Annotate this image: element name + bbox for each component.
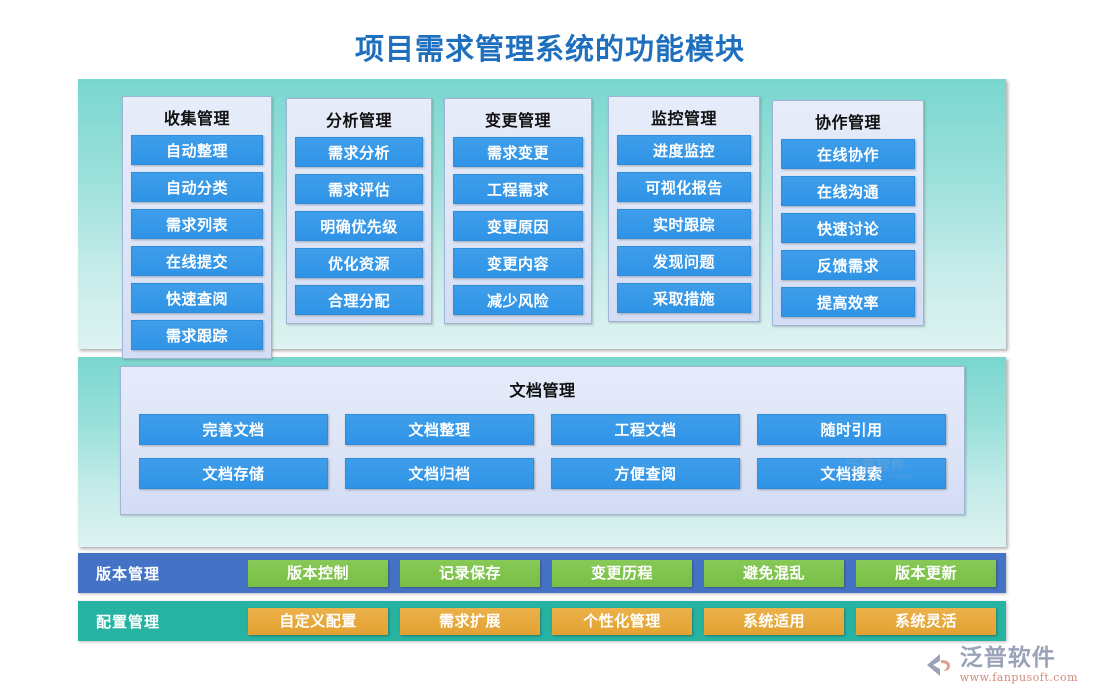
document-button[interactable]: 文档存储 — [139, 458, 328, 489]
module-button[interactable]: 反馈需求 — [781, 250, 915, 280]
module-button[interactable]: 进度监控 — [617, 135, 751, 165]
document-button[interactable]: 文档整理 — [345, 414, 534, 445]
brand-name: 泛普软件 — [959, 645, 1056, 671]
version-button[interactable]: 版本控制 — [248, 559, 388, 587]
module-column-items: 自动整理 自动分类 需求列表 在线提交 快速查阅 需求跟踪 — [123, 135, 271, 358]
module-button[interactable]: 需求分析 — [295, 137, 423, 167]
version-management-items: 版本控制 记录保存 变更历程 避免混乱 版本更新 — [248, 559, 996, 587]
module-button[interactable]: 需求变更 — [453, 137, 583, 167]
module-column-collection: 收集管理 自动整理 自动分类 需求列表 在线提交 快速查阅 需求跟踪 — [122, 96, 272, 359]
module-button[interactable]: 合理分配 — [295, 285, 423, 315]
module-button[interactable]: 快速讨论 — [781, 213, 915, 243]
version-button[interactable]: 避免混乱 — [704, 559, 844, 587]
module-button[interactable]: 快速查阅 — [131, 283, 263, 313]
document-button[interactable]: 工程文档 — [551, 414, 740, 445]
config-button[interactable]: 自定义配置 — [248, 607, 388, 635]
module-column-title: 协作管理 — [814, 113, 881, 132]
document-management-title: 文档管理 — [509, 381, 576, 400]
config-button[interactable]: 系统适用 — [704, 607, 844, 635]
module-column-items: 进度监控 可视化报告 实时跟踪 发现问题 采取措施 — [609, 135, 759, 321]
module-column-title: 变更管理 — [484, 111, 551, 130]
document-row: 完善文档 文档整理 工程文档 随时引用 — [121, 414, 964, 445]
module-column-change: 变更管理 需求变更 工程需求 变更原因 变更内容 减少风险 — [444, 98, 592, 324]
module-button[interactable]: 自动分类 — [131, 172, 263, 202]
document-button[interactable]: 文档搜索 — [757, 458, 946, 489]
module-column-items: 需求变更 工程需求 变更原因 变更内容 减少风险 — [445, 137, 591, 323]
page-title: 项目需求管理系统的功能模块 — [354, 32, 745, 66]
configuration-management-bar: 配置管理 自定义配置 需求扩展 个性化管理 系统适用 系统灵活 — [78, 601, 1006, 641]
module-column-analysis: 分析管理 需求分析 需求评估 明确优先级 优化资源 合理分配 — [286, 98, 432, 324]
module-button[interactable]: 自动整理 — [131, 135, 263, 165]
module-button[interactable]: 工程需求 — [453, 174, 583, 204]
version-button[interactable]: 变更历程 — [552, 559, 692, 587]
version-management-bar: 版本管理 版本控制 记录保存 变更历程 避免混乱 版本更新 — [78, 553, 1006, 593]
config-button[interactable]: 个性化管理 — [552, 607, 692, 635]
config-button[interactable]: 系统灵活 — [856, 607, 996, 635]
document-button[interactable]: 随时引用 — [757, 414, 946, 445]
version-button[interactable]: 记录保存 — [400, 559, 540, 587]
module-button[interactable]: 发现问题 — [617, 246, 751, 276]
module-button[interactable]: 变更原因 — [453, 211, 583, 241]
module-button[interactable]: 优化资源 — [295, 248, 423, 278]
document-management-box: 文档管理 完善文档 文档整理 工程文档 随时引用 文档存储 文档归档 方便查阅 … — [120, 366, 965, 515]
config-button[interactable]: 需求扩展 — [400, 607, 540, 635]
document-button[interactable]: 完善文档 — [139, 414, 328, 445]
document-button[interactable]: 方便查阅 — [551, 458, 740, 489]
module-button[interactable]: 减少风险 — [453, 285, 583, 315]
brand-url: www.fanpusoft.com — [959, 671, 1078, 684]
module-button[interactable]: 在线协作 — [781, 139, 915, 169]
module-button[interactable]: 明确优先级 — [295, 211, 423, 241]
module-button[interactable]: 在线沟通 — [781, 176, 915, 206]
configuration-management-label: 配置管理 — [96, 612, 161, 631]
module-column-collaboration: 协作管理 在线协作 在线沟通 快速讨论 反馈需求 提高效率 — [772, 100, 924, 326]
document-row: 文档存储 文档归档 方便查阅 文档搜索 — [121, 458, 964, 489]
version-button[interactable]: 版本更新 — [856, 559, 996, 587]
configuration-management-items: 自定义配置 需求扩展 个性化管理 系统适用 系统灵活 — [248, 607, 996, 635]
brand-logo: 泛普软件 www.fanpusoft.com — [924, 646, 1078, 684]
version-management-label: 版本管理 — [96, 564, 161, 583]
module-column-title: 分析管理 — [325, 111, 392, 130]
brand-text: 泛普软件 www.fanpusoft.com — [959, 645, 1078, 685]
module-column-title: 收集管理 — [163, 109, 230, 128]
module-button[interactable]: 需求评估 — [295, 174, 423, 204]
module-button[interactable]: 变更内容 — [453, 248, 583, 278]
module-button[interactable]: 采取措施 — [617, 283, 751, 313]
module-column-items: 在线协作 在线沟通 快速讨论 反馈需求 提高效率 — [773, 139, 923, 325]
module-button[interactable]: 需求跟踪 — [131, 320, 263, 350]
module-button[interactable]: 可视化报告 — [617, 172, 751, 202]
fanpu-logo-icon — [924, 650, 954, 680]
module-button[interactable]: 提高效率 — [781, 287, 915, 317]
module-column-monitoring: 监控管理 进度监控 可视化报告 实时跟踪 发现问题 采取措施 — [608, 96, 760, 322]
module-column-title: 监控管理 — [650, 109, 717, 128]
document-button[interactable]: 文档归档 — [345, 458, 534, 489]
module-button[interactable]: 需求列表 — [131, 209, 263, 239]
module-button[interactable]: 在线提交 — [131, 246, 263, 276]
module-column-items: 需求分析 需求评估 明确优先级 优化资源 合理分配 — [287, 137, 431, 323]
module-button[interactable]: 实时跟踪 — [617, 209, 751, 239]
